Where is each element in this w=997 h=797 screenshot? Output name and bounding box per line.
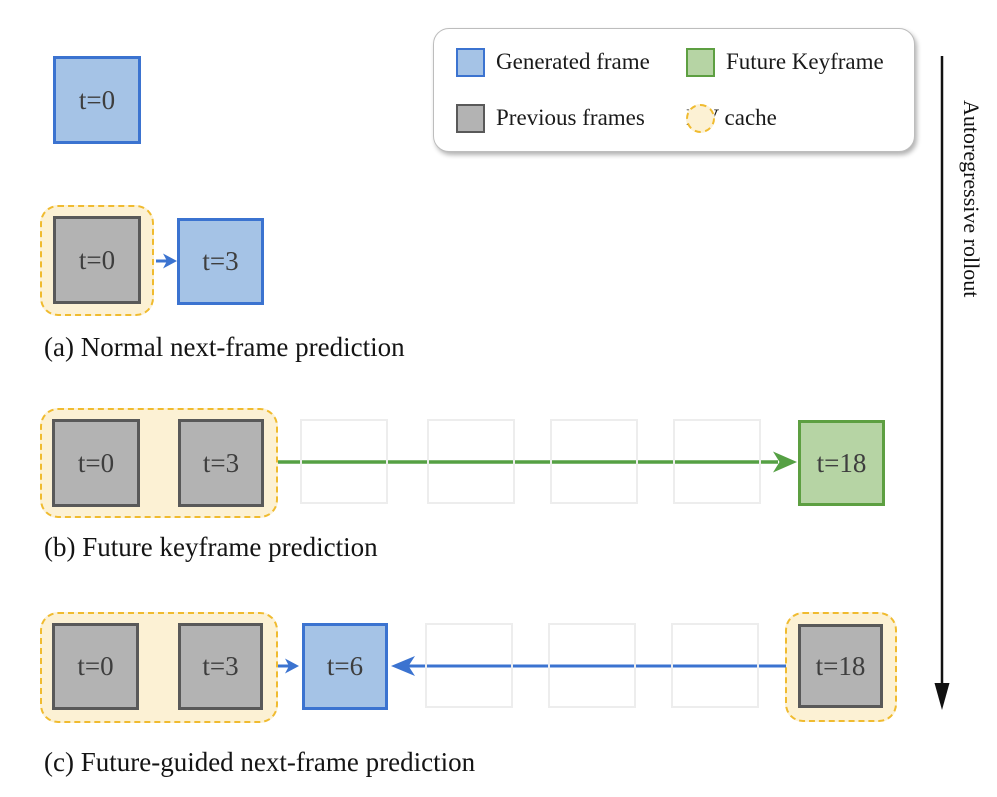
legend: Generated frame Future Keyframe Previous… bbox=[433, 28, 915, 152]
future-keyframe-swatch-icon bbox=[686, 47, 715, 77]
frame-t0-intro: t=0 bbox=[53, 56, 141, 144]
legend-label: Previous frames bbox=[496, 105, 645, 130]
caption-a: (a) Normal next-frame prediction bbox=[44, 332, 405, 362]
frame-guide-t18-c: t=18 bbox=[798, 624, 883, 708]
previous-frames-swatch-icon bbox=[456, 103, 485, 133]
kv-cache-swatch-icon bbox=[686, 103, 715, 133]
legend-item-previous-frames: Previous frames bbox=[456, 103, 645, 133]
frame-generated-t6-c: t=6 bbox=[302, 623, 388, 710]
legend-label: Future Keyframe bbox=[726, 49, 884, 74]
frame-previous-t3-b: t=3 bbox=[178, 419, 264, 507]
legend-item-generated-frame: Generated frame bbox=[456, 47, 650, 77]
frame-previous-t3-c: t=3 bbox=[178, 623, 263, 710]
placeholder-frame bbox=[427, 419, 515, 504]
generated-frame-swatch-icon bbox=[456, 47, 485, 77]
placeholder-frame bbox=[673, 419, 761, 504]
legend-item-future-keyframe: Future Keyframe bbox=[686, 47, 884, 77]
caption-c: (c) Future-guided next-frame prediction bbox=[44, 747, 476, 777]
rollout-arrow bbox=[934, 56, 950, 710]
frame-previous-t0-b: t=0 bbox=[52, 419, 140, 507]
placeholder-frame bbox=[548, 623, 636, 708]
rollout-axis-label: Autoregressive rollout bbox=[959, 100, 984, 298]
placeholder-frame bbox=[425, 623, 513, 708]
next-frame-arrow-c bbox=[278, 658, 299, 674]
placeholder-frame bbox=[550, 419, 638, 504]
frame-keyframe-t18-b: t=18 bbox=[798, 420, 885, 506]
placeholder-frame bbox=[671, 623, 759, 708]
frame-previous-t0-a: t=0 bbox=[53, 216, 141, 304]
legend-item-kv-cache: KV cache bbox=[686, 103, 777, 133]
frame-generated-t3-a: t=3 bbox=[177, 218, 264, 305]
frame-previous-t0-c: t=0 bbox=[52, 623, 139, 710]
next-frame-arrow-a bbox=[156, 253, 177, 269]
placeholder-frame bbox=[300, 419, 388, 504]
legend-label: Generated frame bbox=[496, 49, 650, 74]
caption-b: (b) Future keyframe prediction bbox=[44, 532, 378, 562]
